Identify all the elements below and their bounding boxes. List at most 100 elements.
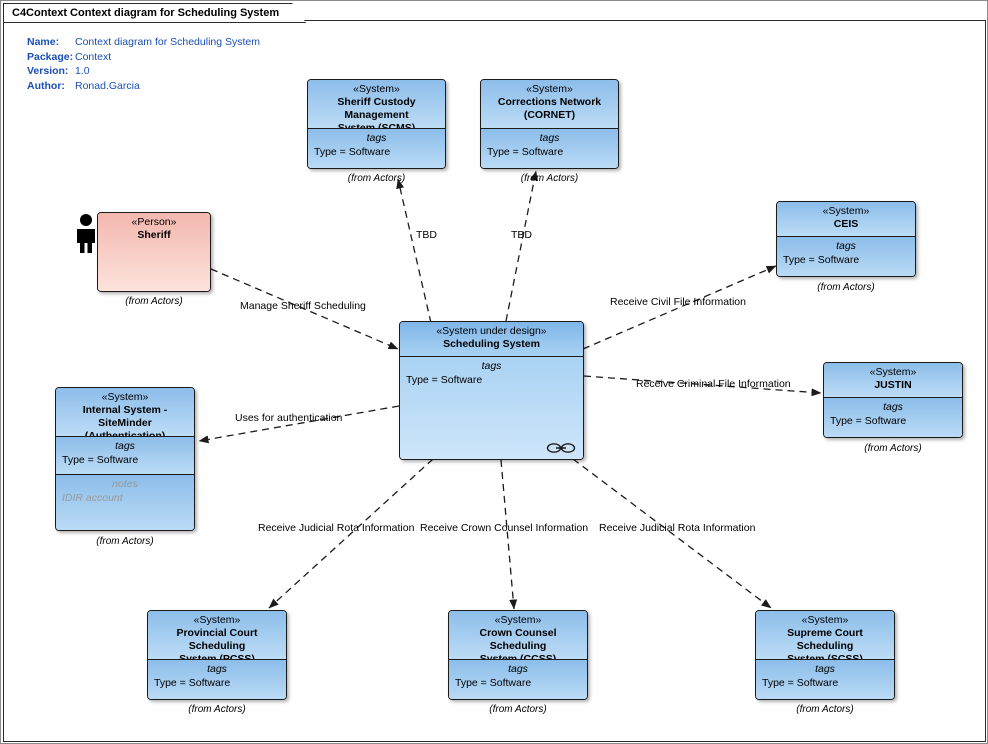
node-siteminder-header: «System» Internal System - SiteMinder (A… <box>56 388 194 442</box>
node-cornet-name-line1: Corrections Network <box>497 96 602 108</box>
node-provincial-court-scheduling-system[interactable]: «System» Provincial Court Scheduling Sys… <box>147 610 287 700</box>
edge-manage-sheriff-scheduling[interactable] <box>210 268 399 350</box>
metadata-author-key: Author: <box>27 79 65 92</box>
diagram-frame-body <box>3 20 986 742</box>
node-cornet-name-line2: (CORNET) <box>523 109 576 121</box>
node-ceis-caption: (from Actors) <box>817 282 875 293</box>
edge-label-tbd-scms: TBD <box>416 229 437 241</box>
node-pcss-caption: (from Actors) <box>188 704 246 715</box>
node-ccss-name-line1: Crown Counsel Scheduling <box>479 627 557 652</box>
node-scss-tags-value: Type = Software <box>762 677 839 689</box>
edge-tbd-cornet[interactable] <box>505 170 539 322</box>
node-siteminder-stereotype: «System» <box>101 391 149 403</box>
node-crown-counsel-scheduling-system[interactable]: «System» Crown Counsel Scheduling System… <box>448 610 588 700</box>
node-cornet-tags-title: tags <box>539 132 560 144</box>
node-siteminder-notes-value: IDIR account <box>62 492 123 504</box>
node-ceis-tags-value: Type = Software <box>783 254 860 266</box>
node-sheriff-custody-management-system[interactable]: «System» Sheriff Custody Management Syst… <box>307 79 446 169</box>
node-scms-tags: tags Type = Software <box>308 128 445 168</box>
metadata-version-value: 1.0 <box>75 65 90 78</box>
edge-label-receive-judicial-rota-information-right: Receive Judicial Rota Information <box>599 522 756 534</box>
edge-label-uses-for-authentication: Uses for authentication <box>235 412 343 424</box>
node-justin-caption: (from Actors) <box>864 443 922 454</box>
edge-receive-criminal-file-information[interactable] <box>583 375 822 397</box>
node-pcss-tags: tags Type = Software <box>148 659 286 699</box>
node-scms-tags-title: tags <box>366 132 387 144</box>
composite-subdiagram-icon[interactable] <box>546 441 576 453</box>
node-siteminder-tags-title: tags <box>115 440 135 452</box>
node-scms-stereotype: «System» <box>353 83 400 95</box>
diagram-frame-tab: C4Context Context diagram for Scheduling… <box>3 3 306 23</box>
node-scheduling-tags: tags Type = Software <box>400 356 583 459</box>
edge-receive-judicial-rota-information-left[interactable] <box>268 458 434 609</box>
node-siteminder-caption: (from Actors) <box>96 536 154 547</box>
node-internal-system-siteminder[interactable]: «System» Internal System - SiteMinder (A… <box>55 387 195 531</box>
actor-stick-figure-icon <box>73 213 99 253</box>
metadata-row-name: Name: Context diagram for Scheduling Sys… <box>27 35 260 50</box>
node-scheduling-stereotype: «System under design» <box>436 325 547 337</box>
node-ceis-tags-title: tags <box>836 240 856 252</box>
node-ccss-tags-value: Type = Software <box>455 677 532 689</box>
node-justin-stereotype: «System» <box>869 366 917 378</box>
node-scss-name-line1: Supreme Court Scheduling <box>787 627 863 652</box>
node-ccss-stereotype: «System» <box>494 614 542 626</box>
node-justin[interactable]: «System» JUSTIN tags Type = Software <box>823 362 963 438</box>
node-justin-tags-title: tags <box>883 401 903 413</box>
node-ceis-header: «System» CEIS <box>777 202 915 236</box>
metadata-name-value: Context diagram for Scheduling System <box>75 36 261 48</box>
node-scms-tags-value: Type = Software <box>314 146 391 158</box>
node-sheriff-person[interactable]: «Person» Sheriff <box>97 212 211 292</box>
node-cornet-stereotype: «System» <box>526 83 573 95</box>
node-scheduling-system[interactable]: «System under design» Scheduling System … <box>399 321 584 460</box>
node-pcss-tags-value: Type = Software <box>154 677 231 689</box>
node-ccss-tags: tags Type = Software <box>449 659 587 699</box>
node-scheduling-name: Scheduling System <box>443 338 540 350</box>
node-ceis[interactable]: «System» CEIS tags Type = Software <box>776 201 916 277</box>
node-scss-stereotype: «System» <box>801 614 849 626</box>
metadata-package-key: Package: <box>27 50 74 63</box>
node-ccss-tags-title: tags <box>508 663 528 675</box>
node-ceis-name: CEIS <box>833 218 859 230</box>
node-corrections-network[interactable]: «System» Corrections Network (CORNET) ta… <box>480 79 619 169</box>
node-scheduling-tags-value: Type = Software <box>406 374 483 386</box>
node-scheduling-tags-title: tags <box>481 360 502 372</box>
node-siteminder-name-line1: Internal System - SiteMinder <box>82 404 168 429</box>
metadata-version-key: Version: <box>27 65 69 78</box>
edge-tbd-scms[interactable] <box>396 178 432 324</box>
node-scms-header: «System» Sheriff Custody Management Syst… <box>308 80 445 134</box>
metadata-author-value: Ronad.Garcia <box>75 79 140 92</box>
node-scss-tags-title: tags <box>815 663 835 675</box>
node-ccss-header: «System» Crown Counsel Scheduling System… <box>449 611 587 665</box>
node-cornet-tags-value: Type = Software <box>487 146 564 158</box>
node-pcss-header: «System» Provincial Court Scheduling Sys… <box>148 611 286 665</box>
metadata-row-version: Version: 1.0 <box>27 64 260 79</box>
node-justin-tags-value: Type = Software <box>830 415 907 427</box>
node-justin-header: «System» JUSTIN <box>824 363 962 397</box>
edge-receive-crown-counsel-information[interactable] <box>500 459 518 610</box>
node-supreme-court-scheduling-system[interactable]: «System» Supreme Court Scheduling System… <box>755 610 895 700</box>
edge-label-receive-judicial-rota-information-left: Receive Judicial Rota Information <box>258 522 415 534</box>
node-ccss-caption: (from Actors) <box>489 704 547 715</box>
node-scss-tags: tags Type = Software <box>756 659 894 699</box>
edge-receive-judicial-rota-information-right[interactable] <box>572 458 772 609</box>
node-ceis-stereotype: «System» <box>822 205 870 217</box>
node-sheriff-stereotype: «Person» <box>131 216 177 228</box>
node-pcss-name-line1: Provincial Court Scheduling <box>176 627 258 652</box>
node-siteminder-tags-value: Type = Software <box>62 454 139 466</box>
edge-uses-for-authentication[interactable] <box>198 405 400 444</box>
node-justin-name: JUSTIN <box>874 379 912 391</box>
node-cornet-tags: tags Type = Software <box>481 128 618 168</box>
edge-label-receive-crown-counsel-information: Receive Crown Counsel Information <box>420 522 589 534</box>
node-siteminder-notes: notes IDIR account <box>56 474 194 530</box>
edge-label-manage-sheriff-scheduling: Manage Sheriff Scheduling <box>240 300 366 312</box>
node-scms-caption: (from Actors) <box>347 173 406 184</box>
node-ceis-tags: tags Type = Software <box>777 236 915 276</box>
node-pcss-tags-title: tags <box>207 663 227 675</box>
node-sheriff-name: Sheriff <box>137 229 171 241</box>
metadata-package-value: Context <box>75 50 112 63</box>
metadata-name-key: Name: <box>27 36 60 48</box>
node-sheriff-caption: (from Actors) <box>125 296 183 307</box>
edge-label-receive-criminal-file-information: Receive Criminal File Information <box>636 378 791 390</box>
